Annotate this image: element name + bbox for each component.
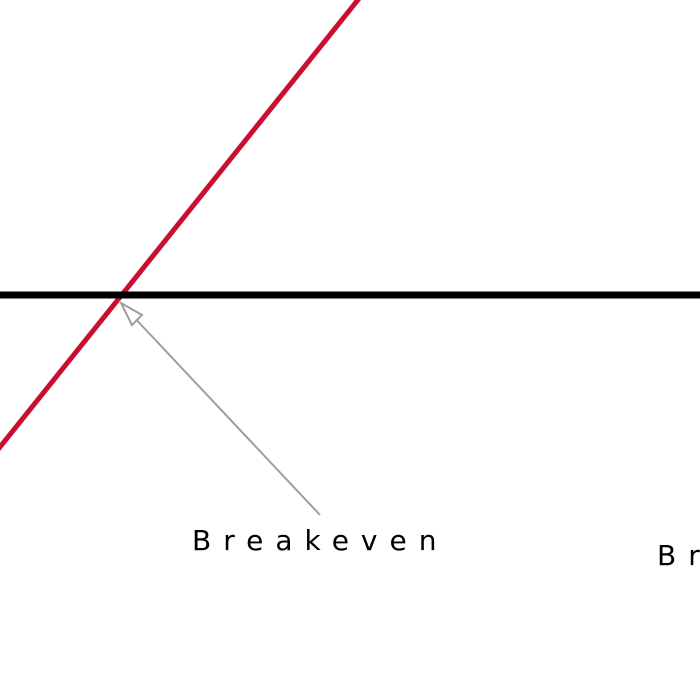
arrow-shaft — [129, 312, 321, 516]
arrow-head — [118, 300, 144, 327]
breakeven-arrow — [118, 300, 321, 516]
clipped-breakeven-label: Br — [657, 539, 700, 572]
diagonal-line — [0, 0, 362, 452]
breakeven-label: Breakeven — [192, 524, 449, 557]
